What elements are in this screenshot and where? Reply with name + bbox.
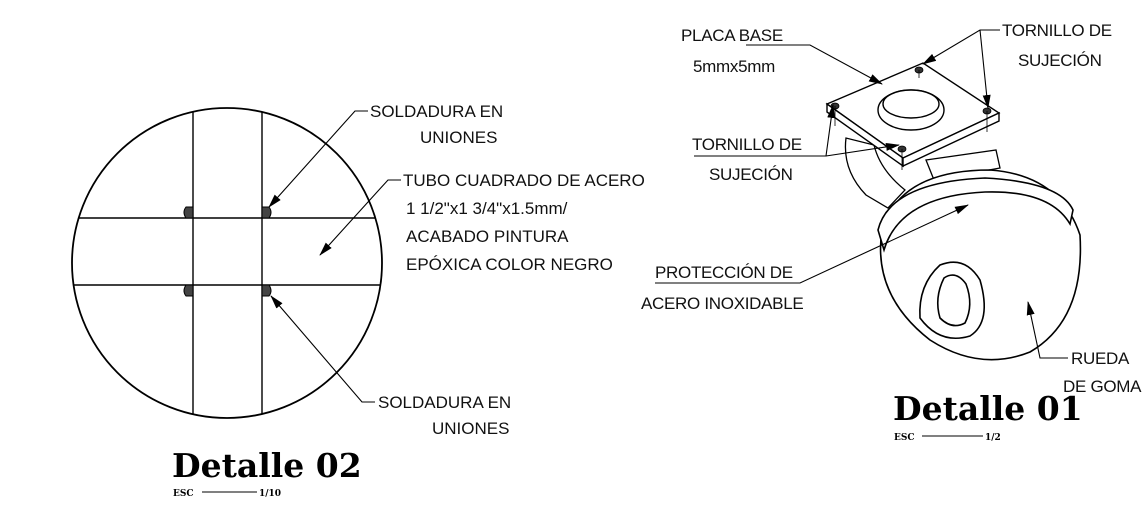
label-weld-top-line1: SOLDADURA EN xyxy=(370,102,503,121)
label-tube-line4: EPÓXICA COLOR NEGRO xyxy=(406,255,613,274)
leader-placa xyxy=(746,44,883,85)
leader-tornillo-right-b xyxy=(979,29,991,109)
leader-tornillo-right-a xyxy=(922,29,1000,65)
detalle-01-title: Detalle 01 xyxy=(893,389,1083,428)
tube-frame xyxy=(72,108,382,418)
label-rueda-line2: DE GOMA xyxy=(1063,377,1142,396)
label-tube-line3: ACABADO PINTURA xyxy=(406,227,569,246)
leader-tornillo-left-b xyxy=(825,142,900,157)
label-weld-bottom-line1: SOLDADURA EN xyxy=(378,393,511,412)
detalle-02-drawing: SOLDADURA EN UNIONES TUBO CUADRADO DE AC… xyxy=(71,102,645,499)
label-proteccion-line2: ACERO INOXIDABLE xyxy=(641,294,803,313)
label-tornillo-left-line1: TORNILLO DE xyxy=(692,135,802,154)
label-weld-top-line2: UNIONES xyxy=(420,128,497,147)
leader-weld-bottom xyxy=(270,295,375,403)
label-placa-line1: PLACA BASE xyxy=(681,26,783,45)
label-placa-line2: 5mmx5mm xyxy=(693,57,775,76)
detalle-01-scale-prefix: ESC xyxy=(894,433,915,443)
detalle-02-scale-value: 1/10 xyxy=(259,489,281,499)
label-proteccion-line1: PROTECCIÓN DE xyxy=(655,263,793,282)
leader-tube xyxy=(319,179,401,256)
detalle-02-title: Detalle 02 xyxy=(172,446,362,485)
label-tornillo-right-line2: SUJECIÓN xyxy=(1018,51,1102,70)
base-plate xyxy=(825,62,1001,168)
label-weld-bottom-line2: UNIONES xyxy=(432,419,509,438)
leader-rueda xyxy=(1026,301,1068,359)
leader-weld-top xyxy=(268,110,368,208)
label-tube-line1: TUBO CUADRADO DE ACERO xyxy=(403,171,645,190)
label-tornillo-left-line2: SUJECIÓN xyxy=(709,165,793,184)
label-tube-line2: 1 1/2"x1 3/4"x1.5mm/ xyxy=(406,199,568,218)
rubber-wheel xyxy=(877,169,1082,361)
caster-fork xyxy=(844,137,1001,209)
detalle-01-drawing: PLACA BASE 5mmx5mm TORNILLO DE SUJECIÓN … xyxy=(641,21,1142,443)
label-tornillo-right-line1: TORNILLO DE xyxy=(1002,21,1112,40)
detail-circle xyxy=(71,107,383,419)
detalle-02-scale-prefix: ESC xyxy=(173,489,194,499)
weld-fillets xyxy=(183,206,272,297)
label-rueda-line1: RUEDA xyxy=(1071,349,1130,368)
detalle-01-scale-value: 1/2 xyxy=(985,433,1001,443)
leader-proteccion xyxy=(655,204,969,284)
